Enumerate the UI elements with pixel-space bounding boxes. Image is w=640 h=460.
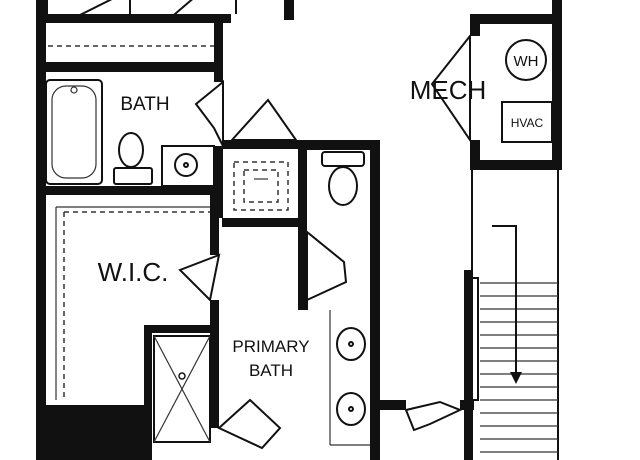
mech-label: MECH [410, 75, 487, 105]
shower [153, 335, 211, 443]
walls [36, 0, 562, 460]
stairs [469, 225, 558, 453]
hvac-label: HVAC [511, 116, 544, 130]
water-heater: WH [505, 39, 547, 81]
bath-sink [161, 145, 215, 187]
primary-toilet [321, 151, 365, 206]
linework [48, 0, 559, 460]
bathtub [45, 79, 103, 185]
wic-label: W.I.C. [98, 257, 169, 287]
water-heater-label: WH [514, 53, 539, 70]
bath-toilet [113, 132, 153, 185]
doors [178, 33, 471, 450]
primary-sinks [336, 327, 366, 426]
closet-box [233, 161, 289, 211]
hvac-unit: HVAC [501, 101, 553, 143]
primary-bath-label-line1: PRIMARY [232, 337, 309, 356]
primary-bath-label-line2: BATH [249, 361, 293, 380]
bath-label: BATH [120, 94, 169, 115]
